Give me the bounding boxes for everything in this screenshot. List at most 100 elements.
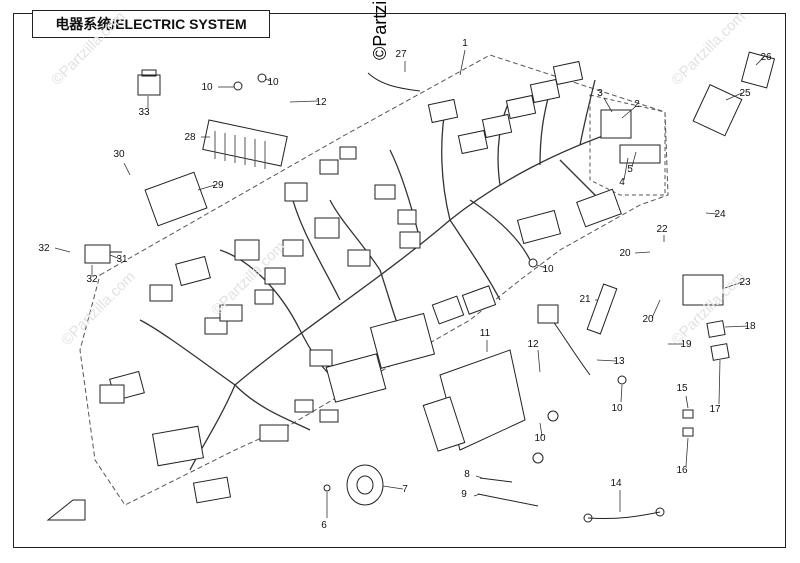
fuse-part-16: [682, 427, 694, 437]
leader-lines: [54, 49, 765, 518]
strap-part-21: [586, 283, 618, 335]
callout-label-8: 8: [464, 469, 470, 480]
callout-label-9: 9: [461, 489, 467, 500]
callout-label-11: 11: [480, 328, 491, 339]
part-26: [740, 51, 776, 89]
leader-line-20b: [651, 299, 661, 319]
leader-line-7: [382, 485, 404, 490]
pad-part-18: [706, 320, 726, 338]
leader-line-12b: [537, 349, 541, 373]
leader-line-4: [623, 157, 629, 181]
callout-label-15: 15: [676, 383, 688, 394]
callout-label-32a: 32: [38, 243, 50, 254]
sensor-part-31: [84, 244, 122, 264]
cable-part-27: [367, 72, 421, 92]
callout-label-32b: 32: [86, 274, 98, 285]
callout-label-18: 18: [744, 321, 756, 332]
callout-label-2: 2: [634, 99, 640, 110]
leader-line-29: [197, 184, 216, 191]
leader-line-9: [473, 493, 481, 497]
bolt-part-8: [479, 477, 513, 483]
callout-label-28: 28: [184, 132, 196, 143]
leader-line-12a: [289, 100, 319, 103]
part-33: [137, 69, 161, 96]
callout-label-21: 21: [579, 294, 591, 305]
callout-label-13: 13: [613, 356, 625, 367]
leader-line-25: [725, 92, 743, 101]
callout-label-5: 5: [627, 164, 633, 175]
callout-label-20b: 20: [642, 314, 654, 325]
leader-line-10c: [536, 264, 547, 269]
leader-line-8: [475, 475, 483, 479]
callout-label-10a: 10: [201, 82, 213, 93]
battery-part-23: [682, 274, 724, 306]
callout-label-1: 1: [462, 38, 468, 49]
harness-connectors: [99, 60, 661, 504]
callout-label-12b: 12: [527, 339, 539, 350]
callout-label-17: 17: [709, 404, 721, 415]
leader-line-10e: [539, 422, 543, 437]
module-part-29: [144, 171, 208, 227]
leader-line-32a: [54, 247, 71, 253]
callout-label-10e: 10: [534, 433, 546, 444]
leader-line-26: [755, 56, 765, 66]
leader-line-10d: [620, 384, 623, 403]
ecu-part-11: [422, 349, 526, 452]
callout-label-12a: 12: [315, 97, 327, 108]
leader-line-3: [603, 97, 613, 113]
part-25: [692, 84, 743, 137]
callout-label-29: 29: [212, 180, 224, 191]
leader-line-18: [724, 325, 749, 328]
title-box: 电器系统/ELECTRIC SYSTEM: [32, 10, 270, 38]
callout-label-22: 22: [656, 224, 668, 235]
callout-label-24: 24: [714, 209, 726, 220]
leader-line-13: [596, 359, 617, 362]
leader-line-24: [705, 212, 718, 215]
callout-label-31: 31: [116, 254, 128, 265]
leader-line-15: [685, 395, 689, 409]
callout-label-25: 25: [739, 88, 751, 99]
callout-label-10b: 10: [267, 77, 279, 88]
cable-part-14: [587, 511, 661, 520]
callout-label-16: 16: [676, 465, 688, 476]
callout-label-27: 27: [395, 49, 407, 60]
callout-label-23: 23: [739, 277, 751, 288]
bolt-part-6: [323, 484, 331, 492]
callout-label-10c: 10: [542, 264, 554, 275]
callout-label-33: 33: [138, 107, 150, 118]
front-arrow-icon: [46, 499, 86, 521]
diagram-border: [13, 13, 786, 548]
callout-label-26: 26: [760, 52, 772, 63]
callout-label-20a: 20: [619, 248, 631, 259]
leader-line-16: [685, 437, 689, 467]
leader-line-23: [724, 281, 743, 289]
watermark-main: ©Partzilla.com: [370, 0, 390, 60]
callout-label-10d: 10: [611, 403, 623, 414]
leader-line-2: [621, 106, 636, 119]
leader-line-1: [459, 49, 466, 76]
callout-label-3: 3: [597, 88, 603, 99]
leader-line-10b: [264, 78, 272, 82]
callout-label-30: 30: [113, 149, 125, 160]
nut-part-10: [617, 375, 627, 385]
page-title: 电器系统/ELECTRIC SYSTEM: [55, 16, 247, 32]
callout-label-19: 19: [680, 339, 692, 350]
regulator-part-28: [202, 119, 288, 169]
pad-part-17: [710, 343, 730, 361]
leader-line-31: [109, 254, 121, 260]
fuse-part-15: [682, 409, 694, 419]
leader-line-30: [123, 162, 131, 176]
leader-line-20a: [634, 251, 651, 254]
bolt-part-9: [477, 493, 539, 507]
callout-label-7: 7: [402, 484, 408, 495]
horn-part-7: [346, 464, 384, 506]
leader-line-5: [631, 151, 637, 168]
callout-label-6: 6: [321, 520, 327, 531]
callout-label-14: 14: [610, 478, 622, 489]
callout-label-4: 4: [619, 177, 625, 188]
harness-outline: [79, 54, 669, 506]
leader-line-17: [718, 359, 721, 405]
